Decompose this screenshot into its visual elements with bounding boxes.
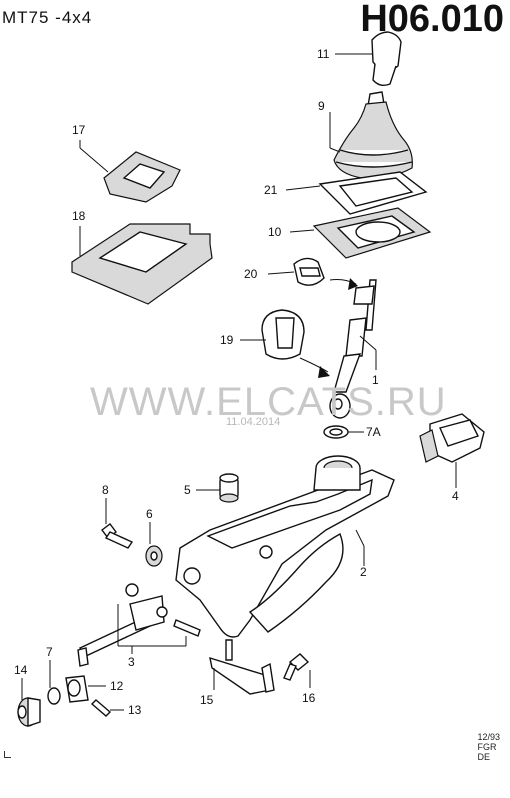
callout-16: 16 (302, 691, 316, 705)
callout-14: 14 (14, 663, 28, 677)
pivot-bolt (101, 498, 134, 549)
callout-10: 10 (268, 225, 282, 239)
watermark-text: WWW.ELCATS.RU (90, 380, 447, 424)
callout-15: 15 (200, 693, 214, 707)
sound-insulation-pad (71, 223, 213, 305)
callout-7: 7 (46, 645, 53, 659)
callout-11: 11 (317, 47, 330, 61)
callout-4: 4 (452, 489, 459, 503)
gear-shift-housing (175, 455, 395, 638)
retaining-ring (47, 660, 61, 705)
callout-6: 6 (146, 507, 153, 521)
corner-mark (4, 751, 11, 758)
shift-link-rod (77, 583, 201, 667)
callout-9: 9 (318, 99, 325, 113)
callout-8: 8 (102, 483, 109, 497)
seal-ring-small (79, 140, 181, 203)
watermark-date: 11.04.2014 (226, 416, 281, 428)
callout-7a: 7A (366, 425, 381, 439)
shift-sleeve (240, 309, 330, 378)
remote-control-housing (419, 413, 485, 488)
gear-boot (329, 91, 413, 179)
callout-20: 20 (244, 267, 258, 281)
callout-3: 3 (128, 655, 135, 669)
isolator-bush (17, 678, 41, 727)
gear-lever (329, 279, 377, 419)
footer-market: DE (477, 752, 490, 762)
ball-joint (65, 675, 106, 703)
retaining-clip (267, 257, 358, 290)
boot-frame (285, 171, 428, 215)
footer-region: FGR (477, 742, 497, 752)
mounting-bush (196, 473, 239, 503)
callout-18: 18 (72, 209, 86, 223)
bracket-bolt (283, 653, 311, 688)
footer-date: 12/93 (477, 732, 500, 742)
footer-revision: 12/93 FGR DE (477, 732, 500, 762)
callout-19: 19 (220, 333, 234, 347)
callout-13: 13 (128, 703, 142, 717)
floor-seal (289, 207, 432, 259)
callout-17: 17 (72, 123, 86, 137)
clevis-pin (90, 699, 124, 717)
callout-1: 1 (372, 373, 379, 387)
callout-21: 21 (264, 183, 278, 197)
callout-12: 12 (110, 679, 124, 693)
callout-2: 2 (360, 565, 367, 579)
gear-knob (335, 31, 402, 87)
model-title: MT75 -4x4 (2, 8, 93, 27)
callout-5: 5 (184, 483, 191, 497)
snap-ring (323, 425, 364, 439)
mounting-bracket (209, 639, 275, 695)
rubber-bush (145, 522, 163, 567)
